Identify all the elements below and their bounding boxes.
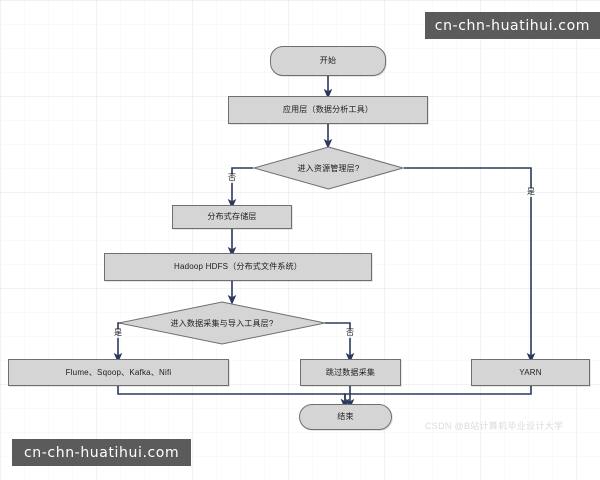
node-decision-resource-manager[interactable]: 进入资源管理层?: [253, 146, 404, 190]
edge-label-dec1-no: 否: [227, 173, 238, 183]
node-distributed-storage-layer[interactable]: 分布式存储层: [172, 205, 292, 229]
node-decision-resource-manager-label: 进入资源管理层?: [297, 163, 360, 173]
node-ingest-tools[interactable]: Flume、Sqoop、Kafka、Nifi: [8, 359, 229, 386]
node-application-layer-label: 应用层（数据分析工具）: [282, 105, 374, 115]
node-decision-ingest-tools[interactable]: 进入数据采集与导入工具层?: [118, 301, 326, 345]
edge-label-dec2-yes-text: 是: [114, 328, 123, 337]
node-start-label: 开始: [319, 56, 337, 66]
edge-label-dec1-yes-text: 是: [527, 187, 536, 196]
site-banner-top-right: cn-chn-huatihui.com: [424, 12, 600, 39]
decision-diamond-shape: [253, 146, 404, 190]
node-end[interactable]: 结束: [299, 404, 392, 430]
edge-tools-to-end: [117, 386, 350, 409]
node-ingest-tools-label: Flume、Sqoop、Kafka、Nifi: [65, 367, 172, 377]
node-yarn-label: YARN: [519, 367, 542, 377]
edge-dec1-to-yarn: [404, 167, 536, 363]
node-start[interactable]: 开始: [270, 46, 386, 76]
node-yarn[interactable]: YARN: [471, 359, 590, 386]
node-skip-ingestion-label: 跳过数据采集: [325, 367, 376, 377]
decision-diamond-shape-2: [118, 301, 326, 345]
site-banner-bottom-left: cn-chn-huatihui.com: [12, 439, 192, 466]
node-hadoop-hdfs[interactable]: Hadoop HDFS（分布式文件系统）: [104, 253, 372, 281]
node-skip-ingestion[interactable]: 跳过数据采集: [300, 359, 401, 386]
edge-label-dec2-yes: 是: [113, 328, 124, 338]
node-distributed-storage-layer-label: 分布式存储层: [207, 212, 257, 222]
node-hadoop-hdfs-label: Hadoop HDFS（分布式文件系统）: [173, 262, 303, 272]
edge-yarn-to-end: [340, 386, 532, 409]
node-application-layer[interactable]: 应用层（数据分析工具）: [228, 96, 428, 124]
edge-label-dec2-no: 否: [345, 328, 356, 338]
node-decision-ingest-tools-label: 进入数据采集与导入工具层?: [170, 318, 274, 328]
edge-label-dec2-no-text: 否: [346, 328, 355, 337]
edge-label-dec1-yes: 是: [526, 187, 537, 197]
edge-label-dec1-no-text: 否: [228, 173, 237, 182]
csdn-watermark: CSDN @B站计算机毕业设计大学: [425, 421, 564, 431]
node-end-label: 结束: [337, 412, 354, 422]
